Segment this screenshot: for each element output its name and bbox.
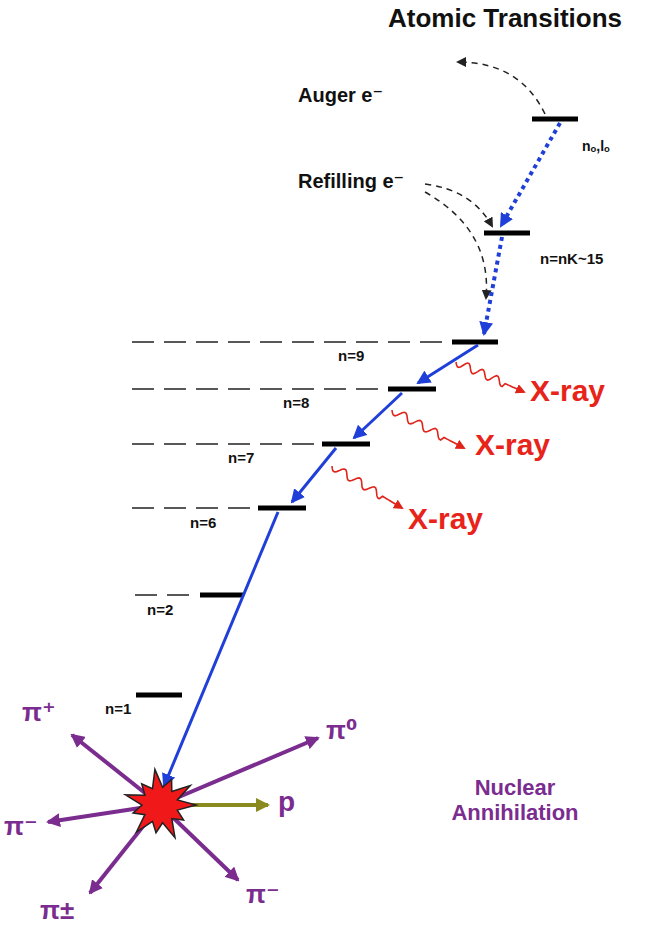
annihilation-products bbox=[48, 735, 318, 893]
photon-wave bbox=[456, 362, 524, 392]
electron-label: Refilling e⁻ bbox=[298, 170, 404, 193]
diagram-title: Atomic Transitions bbox=[345, 4, 664, 34]
xray-label: X-ray bbox=[408, 502, 483, 537]
particle-label: π± bbox=[40, 896, 74, 926]
level-label: nₒ,lₒ bbox=[582, 138, 610, 154]
particle-label: π⁺ bbox=[22, 698, 56, 728]
photon-wave bbox=[392, 410, 464, 448]
level-label: n=6 bbox=[190, 514, 216, 531]
particle-label: π⁰ bbox=[326, 716, 357, 746]
particle-label: π⁻ bbox=[246, 880, 280, 910]
electron-label: Auger e⁻ bbox=[298, 84, 383, 107]
process-label: Nuclear Annihilation bbox=[430, 775, 600, 826]
level-label: n=9 bbox=[338, 347, 364, 364]
degenerate-sublevels bbox=[132, 342, 450, 595]
particle-label: p bbox=[278, 786, 295, 818]
level-label: n=1 bbox=[105, 700, 131, 717]
annihilation-burst bbox=[126, 769, 197, 837]
level-label: n=2 bbox=[147, 601, 173, 618]
level-label: n=nK~15 bbox=[540, 250, 603, 267]
particle-label: π⁻ bbox=[4, 812, 38, 842]
cascade-arrows bbox=[164, 123, 560, 786]
xray-label: X-ray bbox=[475, 428, 550, 463]
xray-label: X-ray bbox=[530, 374, 605, 409]
level-label: n=7 bbox=[228, 449, 254, 466]
photon-wave bbox=[332, 466, 402, 508]
level-label: n=8 bbox=[283, 394, 309, 411]
energy-levels bbox=[136, 119, 578, 695]
